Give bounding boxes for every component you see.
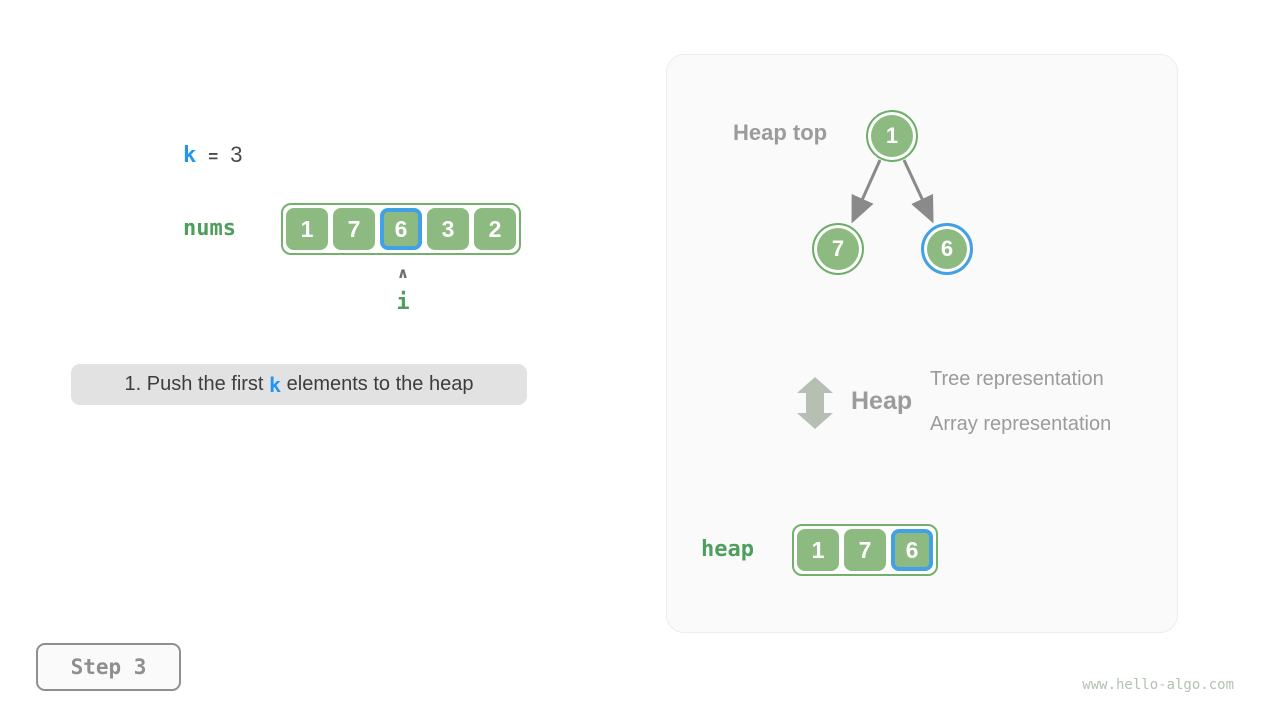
legend-array-representation: Array representation (930, 413, 1112, 435)
nums-cell-0: 1 (286, 208, 328, 250)
index-pointer-label: i (396, 290, 410, 315)
nums-array-label: nums (183, 216, 236, 241)
heap-array: 1 7 6 (792, 524, 938, 576)
caption-suffix: elements to the heap (281, 373, 474, 395)
step-badge: Step 3 (36, 643, 181, 691)
legend-tree-representation: Tree representation (930, 368, 1104, 390)
tree-node-right-child-highlighted: 6 (921, 223, 973, 275)
caption-k-variable: k (269, 372, 282, 397)
heap-cell-0: 1 (797, 529, 839, 571)
nums-array: 1 7 6 3 2 (281, 203, 521, 255)
heap-top-label: Heap top (733, 120, 828, 145)
nums-cell-3: 3 (427, 208, 469, 250)
caption-prefix: 1. Push the first (124, 373, 270, 395)
nums-cell-1: 7 (333, 208, 375, 250)
nums-cell-4: 2 (474, 208, 516, 250)
up-down-arrow-icon (797, 377, 833, 429)
legend-heap-title: Heap (851, 387, 913, 415)
equals-sign: = (208, 147, 219, 166)
step-caption: 1. Push the first k elements to the heap (71, 364, 527, 405)
variable-k-assignment: k = 3 (183, 142, 242, 168)
index-pointer-caret-icon: ∧ (396, 264, 410, 282)
nums-cell-2-highlighted: 6 (380, 208, 422, 250)
variable-k: k (183, 143, 197, 168)
heap-cell-1: 7 (844, 529, 886, 571)
heap-array-label: heap (701, 537, 754, 562)
watermark: www.hello-algo.com (1082, 677, 1234, 693)
tree-node-left-child: 7 (812, 223, 864, 275)
tree-node-root: 1 (866, 110, 918, 162)
variable-k-value: 3 (230, 142, 243, 167)
heap-cell-2-highlighted: 6 (891, 529, 933, 571)
